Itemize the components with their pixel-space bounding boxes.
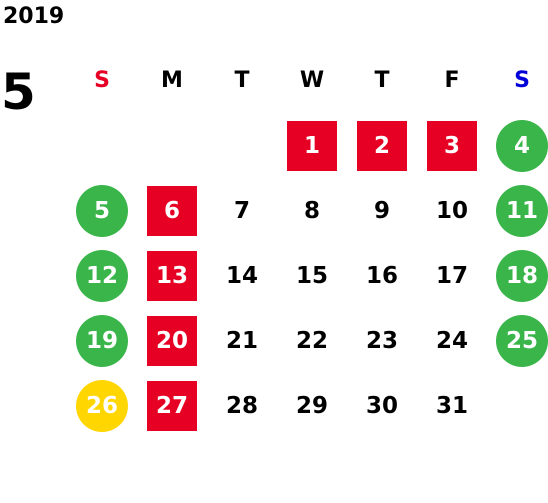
calendar-day-15[interactable]: 15 <box>277 243 347 308</box>
calendar-day-10[interactable]: 10 <box>417 178 487 243</box>
calendar-day-label: 3 <box>427 120 477 171</box>
calendar-month: 5 <box>1 63 36 121</box>
calendar-week-row: 26 27 28 29 30 31 <box>67 373 548 438</box>
calendar-day-13[interactable]: 13 <box>137 243 207 308</box>
calendar-day-26[interactable]: 26 <box>67 373 137 438</box>
calendar-day-22[interactable]: 22 <box>277 308 347 373</box>
calendar-day-4[interactable]: 4 <box>487 113 548 178</box>
calendar-day-label: 27 <box>147 380 197 431</box>
calendar-day-11[interactable]: 11 <box>487 178 548 243</box>
calendar-day-label: 30 <box>365 392 398 419</box>
calendar-day-30[interactable]: 30 <box>347 373 417 438</box>
calendar-day-label: 20 <box>147 315 197 366</box>
calendar-day-label: 12 <box>76 249 128 302</box>
calendar-day-label: 5 <box>76 184 128 237</box>
calendar-day-1[interactable]: 1 <box>277 113 347 178</box>
calendar-day-14[interactable]: 14 <box>207 243 277 308</box>
calendar-day-24[interactable]: 24 <box>417 308 487 373</box>
calendar-day-empty <box>137 113 207 178</box>
calendar-day-label: 21 <box>225 327 258 354</box>
calendar-day-label: 24 <box>435 327 468 354</box>
calendar-day-23[interactable]: 23 <box>347 308 417 373</box>
calendar-day-label: 19 <box>76 314 128 367</box>
calendar-day-label: 9 <box>373 197 390 224</box>
calendar-day-25[interactable]: 25 <box>487 308 548 373</box>
calendar-day-3[interactable]: 3 <box>417 113 487 178</box>
weekday-wednesday: W <box>299 68 325 93</box>
calendar-day-label: 15 <box>295 262 328 289</box>
calendar-day-8[interactable]: 8 <box>277 178 347 243</box>
calendar-day-label: 6 <box>147 185 197 236</box>
calendar-day-label: 16 <box>365 262 398 289</box>
calendar-day-2[interactable]: 2 <box>347 113 417 178</box>
calendar-day-label: 11 <box>496 184 548 237</box>
calendar-year: 2019 <box>3 4 65 29</box>
calendar-day-empty <box>207 113 277 178</box>
weekday-friday: F <box>444 68 460 93</box>
calendar-day-label: 18 <box>496 249 548 302</box>
calendar-week-row: 12 13 14 15 16 17 18 <box>67 243 548 308</box>
calendar-day-27[interactable]: 27 <box>137 373 207 438</box>
calendar-day-label: 2 <box>357 120 407 171</box>
calendar-day-label: 1 <box>287 120 337 171</box>
weekday-monday: M <box>161 68 183 93</box>
calendar-day-label: 14 <box>225 262 258 289</box>
weekday-saturday: S <box>514 68 530 93</box>
calendar-week-row: 19 20 21 22 23 24 25 <box>67 308 548 373</box>
calendar-day-18[interactable]: 18 <box>487 243 548 308</box>
calendar-day-label: 26 <box>76 379 128 432</box>
calendar-day-16[interactable]: 16 <box>347 243 417 308</box>
calendar-day-20[interactable]: 20 <box>137 308 207 373</box>
calendar-day-empty <box>67 113 137 178</box>
calendar-day-label: 28 <box>225 392 258 419</box>
calendar-day-21[interactable]: 21 <box>207 308 277 373</box>
calendar-day-label: 8 <box>303 197 320 224</box>
calendar-day-17[interactable]: 17 <box>417 243 487 308</box>
calendar-day-label: 23 <box>365 327 398 354</box>
calendar-day-7[interactable]: 7 <box>207 178 277 243</box>
calendar-day-6[interactable]: 6 <box>137 178 207 243</box>
weekday-tuesday: T <box>234 68 250 93</box>
calendar-day-9[interactable]: 9 <box>347 178 417 243</box>
calendar-day-28[interactable]: 28 <box>207 373 277 438</box>
calendar-day-31[interactable]: 31 <box>417 373 487 438</box>
calendar-day-29[interactable]: 29 <box>277 373 347 438</box>
weekday-thursday: T <box>374 68 390 93</box>
calendar-day-label: 4 <box>496 119 548 172</box>
calendar-day-label: 22 <box>295 327 328 354</box>
weekday-sunday: S <box>94 68 110 93</box>
calendar-day-label: 29 <box>295 392 328 419</box>
calendar-day-label: 7 <box>233 197 250 224</box>
calendar-day-empty <box>487 373 548 438</box>
calendar-day-19[interactable]: 19 <box>67 308 137 373</box>
calendar-day-5[interactable]: 5 <box>67 178 137 243</box>
calendar-day-label: 17 <box>435 262 468 289</box>
calendar-day-label: 13 <box>147 250 197 301</box>
calendar-day-12[interactable]: 12 <box>67 243 137 308</box>
calendar-day-label: 25 <box>496 314 548 367</box>
calendar-day-label: 31 <box>435 392 468 419</box>
calendar-day-label: 10 <box>435 197 468 224</box>
